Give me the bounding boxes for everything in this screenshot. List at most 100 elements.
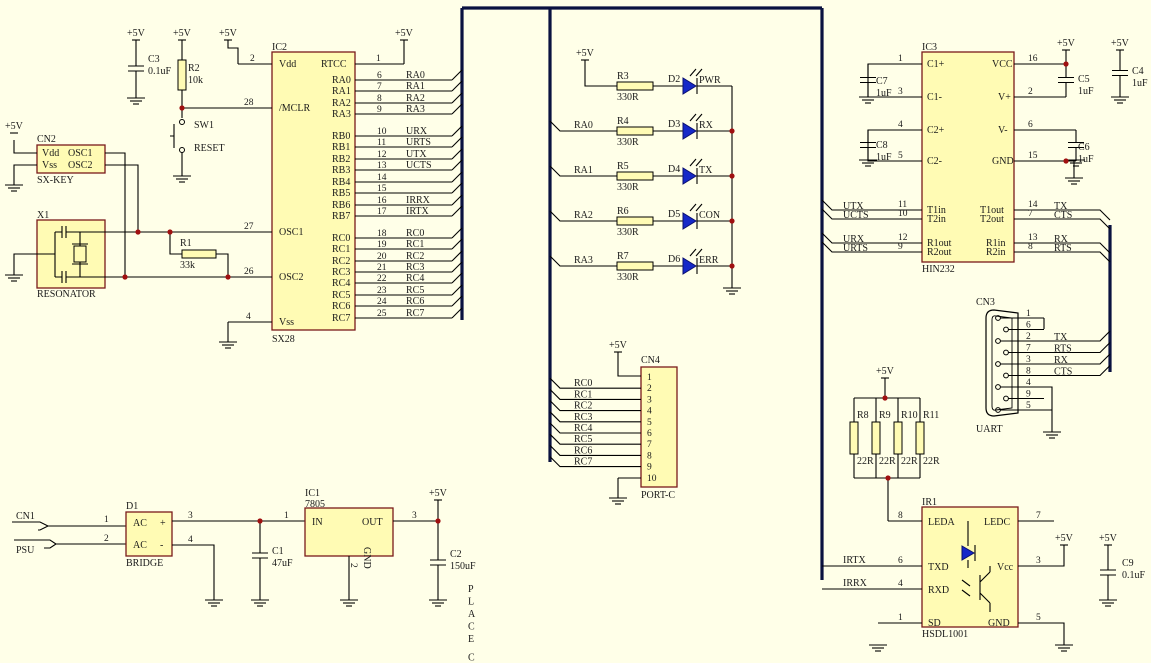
ir1-num-3: 3 <box>1036 556 1041 566</box>
ic2-port-label: RC2 <box>332 256 350 267</box>
ic2-port-num: 17 <box>377 207 387 217</box>
ic2-port-num: 14 <box>377 173 387 183</box>
d1-ref: D1 <box>126 501 138 512</box>
cn3-net-label: TX <box>1054 332 1068 343</box>
ic2-port-label: RB4 <box>332 177 350 188</box>
bus-entry <box>451 238 463 250</box>
ic2-port-net: UTX <box>406 149 427 160</box>
cn3-net-label: RTS <box>1054 344 1072 355</box>
led-wire <box>549 255 617 267</box>
led-net-label: RA0 <box>574 120 593 131</box>
cn4-pin-num: 5 <box>647 418 652 428</box>
led-ref: D5 <box>668 209 680 220</box>
c9-val: 0.1uF <box>1122 570 1146 581</box>
ic3-pin-num: 15 <box>1028 151 1038 161</box>
ir1-net-irtx: IRTX <box>843 555 867 566</box>
ic2-pin-osc2: OSC2 <box>279 272 303 283</box>
led-resistor-ref: R3 <box>617 71 629 82</box>
cn3-pin-num: 1 <box>1026 309 1031 319</box>
ic2-body <box>271 51 356 331</box>
cn3-name: UART <box>976 424 1003 435</box>
ic2-port-net: IRRX <box>406 195 431 206</box>
ic2-port-label: RB7 <box>332 211 350 222</box>
cap-val: 1uF <box>876 152 892 163</box>
bus-entry <box>451 307 463 319</box>
cn4-port-c: CN4 PORT-C 12RC03RC14RC25RC36RC47RC58RC6… <box>549 352 678 501</box>
cn4-net-label: RC2 <box>574 401 592 412</box>
ic2-name: SX28 <box>272 334 295 345</box>
ir1-num-1: 1 <box>898 613 903 623</box>
ic2-port-net: RA1 <box>406 81 425 92</box>
place-note-char: C <box>468 622 475 633</box>
junction-dot <box>1063 158 1069 164</box>
ic3-pin-num: 8 <box>1028 242 1033 252</box>
cn4-pin-num: 9 <box>647 463 652 473</box>
cn4-wire <box>549 389 641 400</box>
junction-dot <box>729 173 735 179</box>
led-wire <box>549 210 617 222</box>
ic3-pin-num: 14 <box>1028 200 1038 210</box>
ir1-hsdl1001: IR1 HSDL1001 LEDA LEDC TXD Vcc RXD SD GN… <box>822 497 1065 645</box>
cap-symbol <box>860 130 876 161</box>
cn4-wire <box>549 456 641 468</box>
cn4-net-label: RC1 <box>574 389 592 400</box>
cap-wire <box>867 63 892 162</box>
ic2-port-num: 18 <box>377 229 387 239</box>
led-rx-icon <box>682 122 697 140</box>
ic2-port-num: 23 <box>377 286 387 296</box>
ic2-pinnum-vdd: 2 <box>250 54 255 64</box>
ic2-ref: IC2 <box>272 42 287 53</box>
cn3-wire <box>1044 353 1111 365</box>
ic3-net-label: UTX <box>843 201 864 212</box>
ic2-port-label: RB0 <box>332 131 350 142</box>
x1-name: RESONATOR <box>37 289 96 300</box>
cn4-wire <box>549 400 641 412</box>
ir1-num-4: 4 <box>898 579 903 589</box>
cap-val: 1uF <box>1078 86 1094 97</box>
led-rays <box>689 203 703 212</box>
ic2-port-net: RC1 <box>406 239 424 250</box>
d1-pin-ac2: AC <box>133 540 147 551</box>
junction-dot <box>135 229 141 235</box>
ir-res-val: 22R <box>923 456 940 467</box>
ic3-pin-num: 11 <box>898 200 907 210</box>
ic3-net-label: URX <box>843 234 865 245</box>
led-wire <box>549 165 617 177</box>
ic3-pin-label: V- <box>998 125 1008 136</box>
cn3-wire <box>1044 365 1111 377</box>
ic1-num-out: 3 <box>412 511 417 521</box>
led-rays <box>689 113 703 122</box>
led-resistor <box>616 126 654 136</box>
ic3-wire <box>1014 209 1111 221</box>
ic3-wire <box>821 199 922 211</box>
place-note-char: A <box>468 609 476 620</box>
c9-ref: C9 <box>1122 558 1134 569</box>
ic2-port-net: RA2 <box>406 93 425 104</box>
power-supply: CN1 PSU 1 2 D1 BRIDGE AC AC + - 3 4 C1 4… <box>12 488 476 663</box>
cap-ref: C4 <box>1132 66 1144 77</box>
ic3-pin-label: R2in <box>986 247 1005 258</box>
ic3-pin-label: T1in <box>927 205 946 216</box>
cn4-pin-num: 2 <box>647 384 652 394</box>
ir1-num-5: 5 <box>1036 613 1041 623</box>
ir1-net-irrx: IRRX <box>843 578 868 589</box>
cn2-pin-vss: Vss <box>42 160 57 171</box>
ic2-port-num: 24 <box>377 297 387 307</box>
ic2-port-label: RB1 <box>332 142 350 153</box>
cn4-net-label: RC4 <box>574 423 592 434</box>
led-ref: D6 <box>668 254 680 265</box>
c2-ref: C2 <box>450 549 462 560</box>
ic2-port-label: RA2 <box>332 98 351 109</box>
ir-resistor <box>915 421 925 455</box>
cn2-name: SX-KEY <box>37 175 74 186</box>
ic2-port-net: RC5 <box>406 285 424 296</box>
ic2-port-num: 15 <box>377 184 387 194</box>
cn3-pin-num: 5 <box>1026 401 1031 411</box>
supply-label: +5V <box>1057 38 1076 49</box>
ic3-net-label: TX <box>1054 201 1068 212</box>
ic3-pin-num: 6 <box>1028 120 1033 130</box>
ic3-pin-num: 4 <box>898 120 903 130</box>
